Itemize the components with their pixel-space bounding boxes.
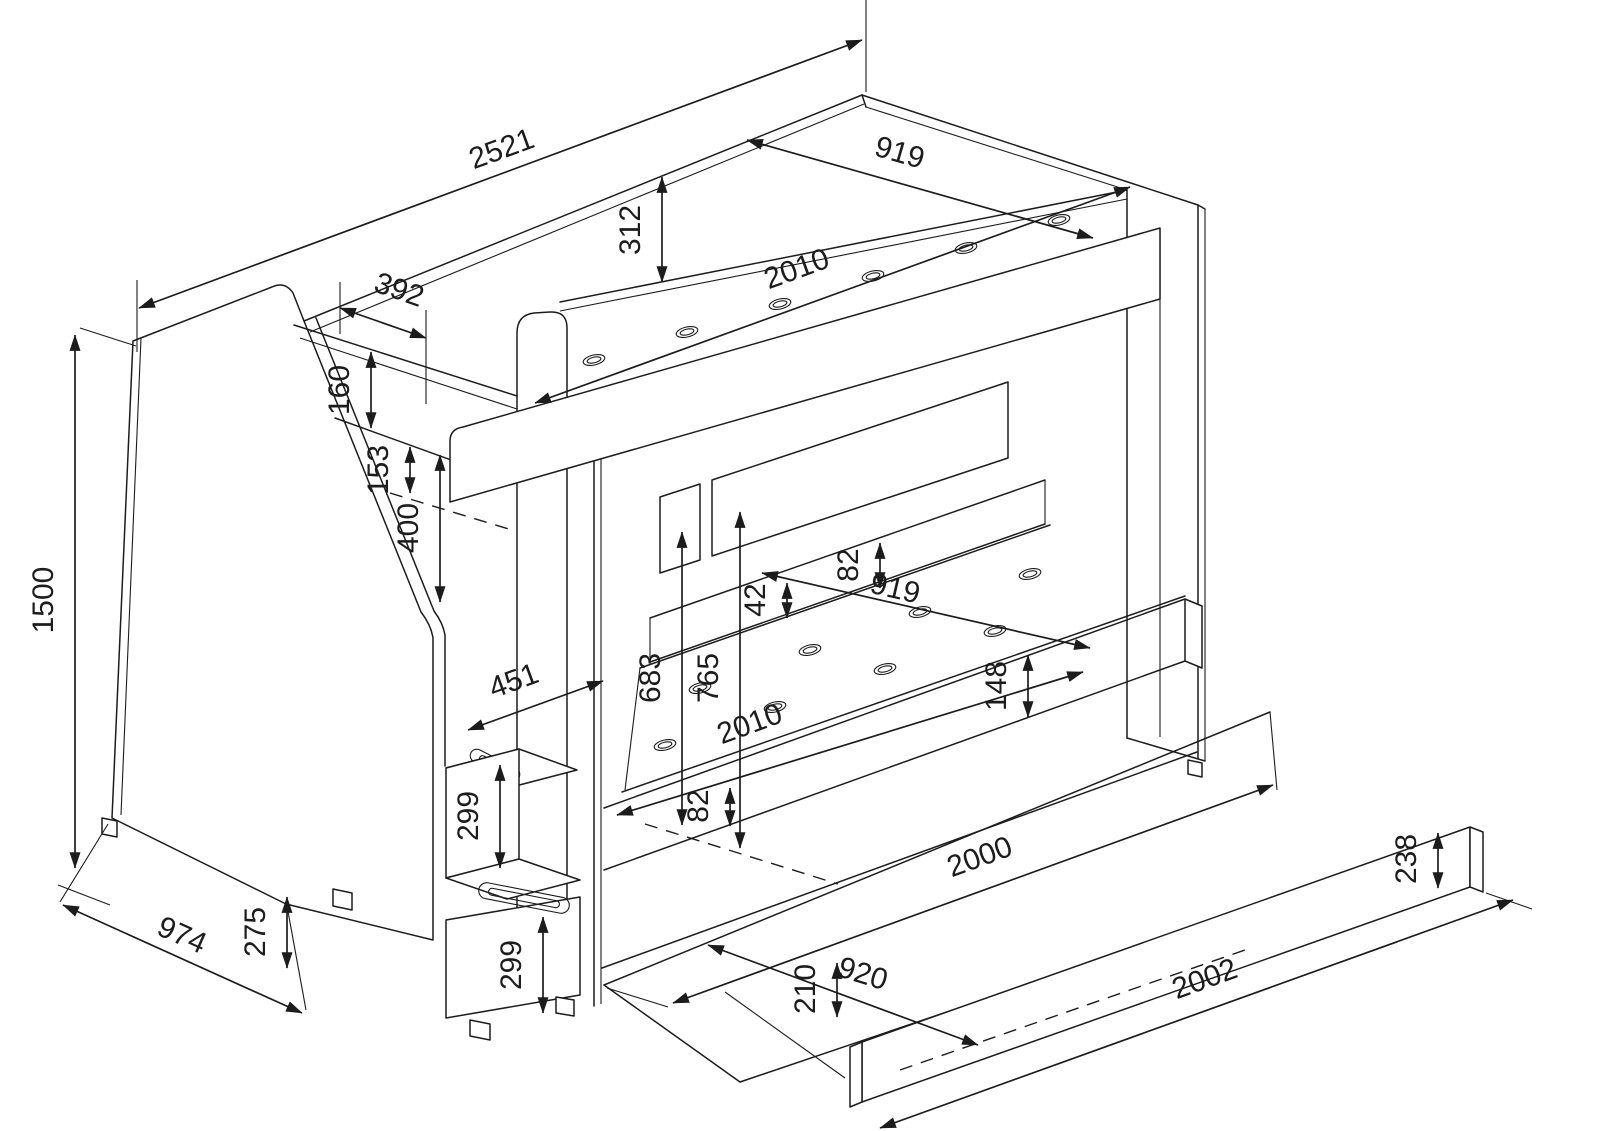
dimension-label: 299: [495, 940, 528, 990]
dimension-line: [138, 39, 863, 309]
trundle-rail-right-cap: [1469, 826, 1484, 893]
trundle-platform-left-edge: [603, 984, 741, 1083]
top-landing-edge: [293, 324, 518, 397]
back-rail-top-edge: [649, 479, 1046, 619]
left-panel-outline: [111, 284, 434, 941]
dimension-299-10: 299: [452, 764, 506, 869]
carcass-bottom-front-edge: [601, 751, 1198, 969]
dimension-153-6: 153: [362, 445, 416, 495]
carcass-bottom-right-edge: [1126, 737, 1206, 762]
dimension-label: 82: [682, 789, 715, 822]
right-panel-top-corner: [1197, 204, 1206, 210]
stair-base-right-foot: [555, 996, 575, 1017]
dimension-label: 2010: [713, 697, 787, 751]
extension-line: [79, 327, 137, 347]
dimension-label: 148: [980, 661, 1013, 711]
dimension-label: 275: [239, 907, 272, 957]
dimension-1500-8: 1500: [27, 327, 137, 906]
dimension-920-24: 920: [707, 944, 979, 1046]
dimension-label: 392: [370, 266, 428, 314]
dimension-label: 683: [634, 653, 667, 703]
extension-line: [57, 884, 111, 906]
dimension-line: [761, 571, 1091, 650]
extension-line: [1269, 711, 1278, 791]
trundle-rail-left-cap: [849, 1041, 863, 1108]
dimension-label: 919: [871, 130, 928, 176]
dimension-label: 1500: [27, 567, 60, 634]
platform-back-edge: [639, 524, 1051, 669]
dimension-400-7: 400: [389, 454, 513, 603]
stair-base-left-foot: [469, 1019, 491, 1041]
bed-frame-left-edge: [593, 430, 602, 1007]
left-side-panel: [101, 284, 446, 941]
dimension-919-1: 919: [746, 130, 1094, 239]
back-partition-small: [659, 483, 701, 574]
left-panel-back-foot: [101, 817, 118, 838]
extension-line: [59, 823, 109, 903]
dimension-label: 210: [789, 964, 822, 1014]
dimension-label: 400: [392, 503, 425, 553]
dimension-label: 765: [692, 653, 725, 703]
dimension-160-5: 160: [323, 351, 377, 429]
stair-stringer-inner-edge: [315, 317, 446, 767]
dimension-683-14: 683: [634, 531, 688, 826]
dimension-238-23: 238: [1390, 832, 1444, 889]
left-panel-front-foot: [332, 888, 353, 911]
dimension-210-25: 210: [789, 962, 843, 1018]
dimension-label: 312: [614, 205, 647, 255]
dimension-line: [467, 680, 604, 731]
extension-line: [286, 905, 307, 1011]
dimension-label: 153: [362, 445, 395, 495]
trundle-board-split-line: [724, 991, 846, 1079]
dimension-299-11: 299: [495, 916, 549, 1014]
dimension-label: 42: [739, 583, 772, 616]
dimension-label: 920: [834, 951, 892, 997]
dimension-label: 238: [1390, 834, 1423, 884]
dimension-line: [62, 904, 303, 1014]
dimension-275-12: 275: [239, 896, 293, 969]
dimension-label: 299: [452, 791, 485, 841]
dimension-line: [534, 186, 1131, 404]
back-partition-wide: [711, 381, 1009, 557]
dimension-148-20: 148: [980, 654, 1034, 718]
dimension-line: [339, 307, 427, 339]
dimension-label: 2521: [465, 122, 539, 176]
extension-line: [606, 987, 669, 1008]
hidden-edge-dashed-line: [644, 823, 839, 885]
dimension-line: [879, 899, 1514, 1129]
dimension-label: 2000: [943, 830, 1017, 884]
dimension-label: 82: [832, 548, 865, 581]
trundle-bed: [603, 711, 1484, 1108]
back-wall-end-edge: [861, 94, 867, 108]
dimension-42-16: 42: [739, 582, 793, 619]
step2-handle-slot: [478, 882, 570, 914]
left-panel-thickness-line: [120, 337, 142, 816]
dimension-label: 919: [867, 567, 923, 610]
top-landing-thickness: [299, 337, 518, 410]
front-rail-end-cap: [1184, 598, 1203, 669]
dimension-label: 160: [323, 365, 356, 415]
right-panel-foot: [1187, 759, 1203, 778]
step2-handle-slot-inner: [488, 887, 560, 909]
dimension-82-21: 82: [644, 787, 839, 885]
dimension-label: 974: [152, 910, 211, 961]
dimension-label: 2010: [760, 242, 834, 296]
